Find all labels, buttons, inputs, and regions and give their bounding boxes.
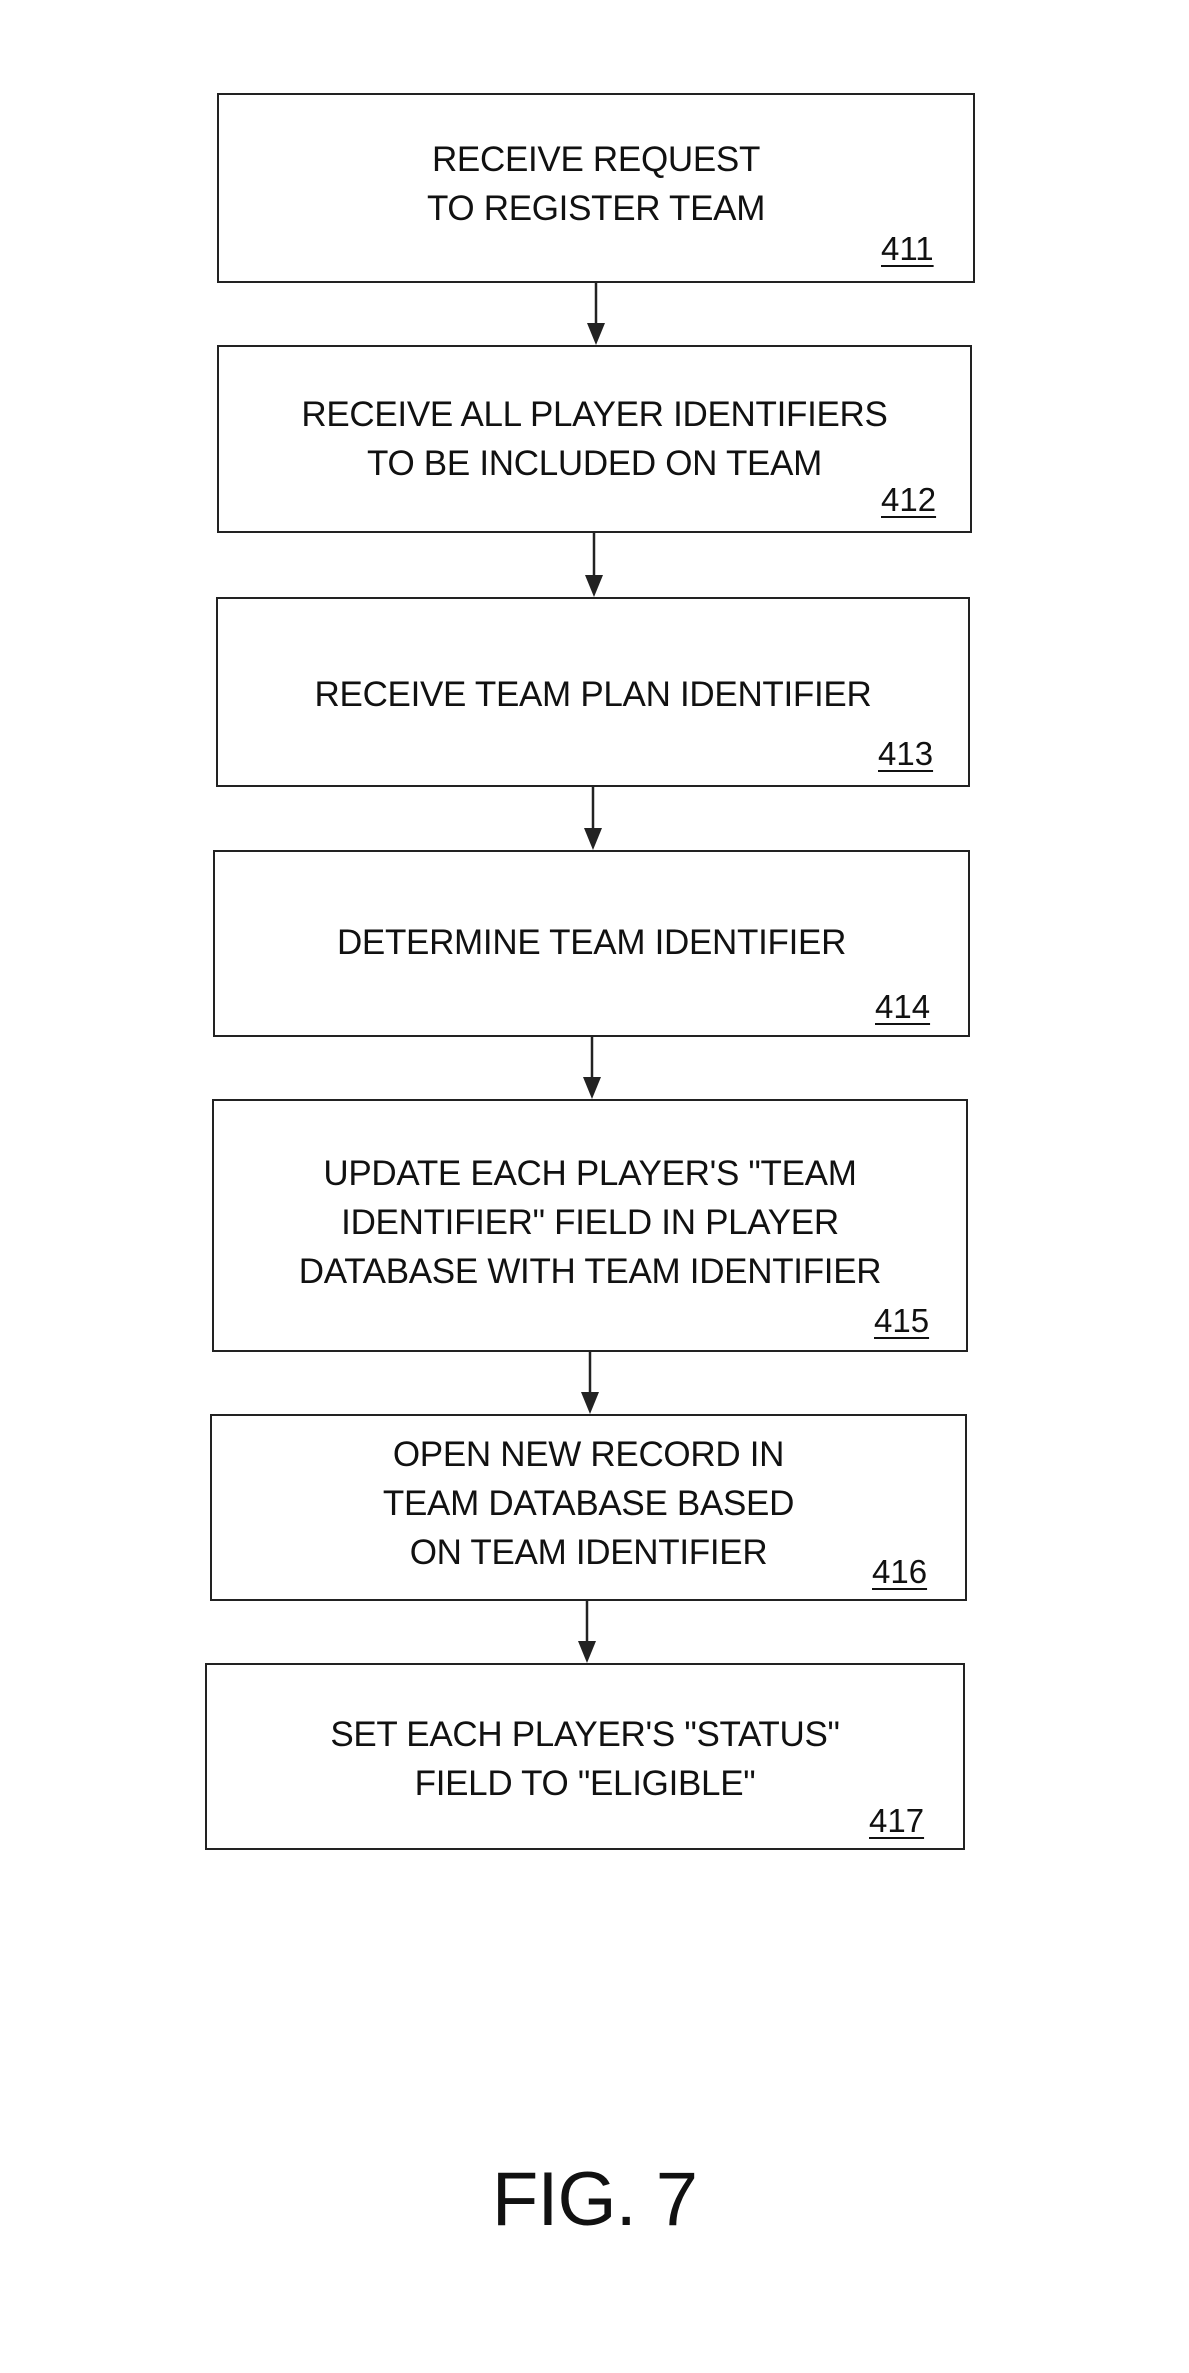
figure-label: FIG. 7 (0, 2155, 1189, 2245)
arrowhead-down-icon (585, 575, 603, 597)
arrowhead-down-icon (578, 1641, 596, 1663)
arrow-shafts (587, 283, 596, 1643)
arrowhead-down-icon (587, 323, 605, 345)
arrowhead-down-icon (581, 1392, 599, 1414)
arrowhead-down-icon (584, 828, 602, 850)
arrow-heads (578, 323, 605, 1663)
arrowhead-down-icon (583, 1077, 601, 1099)
